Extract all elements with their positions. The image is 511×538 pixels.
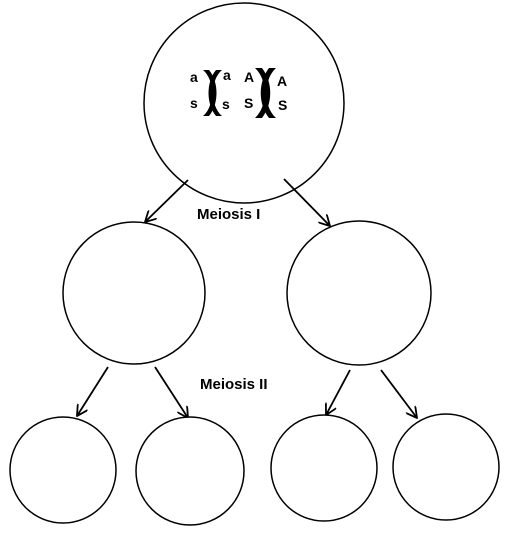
allele-label: s (222, 96, 230, 112)
gamete-cell-4 (392, 413, 500, 521)
allele-label: A (244, 69, 254, 85)
allele-label: a (190, 69, 198, 85)
meiosis-2-label: Meiosis II (200, 376, 268, 393)
arrow-meiosis2-left-a (77, 366, 109, 416)
allele-label: A (277, 73, 287, 89)
daughter-cell-right (286, 220, 432, 366)
chromosome-pair-2: A S A S (244, 68, 287, 118)
allele-label: a (223, 67, 231, 83)
allele-label: S (244, 95, 253, 111)
arrow-meiosis2-right-a (326, 369, 351, 415)
daughter-cell-left (62, 221, 206, 365)
arrow-meiosis1-left (145, 179, 189, 222)
chromatid-right (260, 68, 276, 118)
gamete-cell-3 (270, 414, 378, 522)
gamete-cell-2 (135, 416, 245, 526)
allele-label: s (190, 95, 198, 111)
allele-label: S (278, 97, 287, 113)
arrow-meiosis1-right (283, 178, 330, 226)
meiosis-1-label: Meiosis I (197, 206, 260, 223)
chromatid-right (208, 70, 222, 116)
gamete-cell-1 (9, 416, 117, 524)
arrow-meiosis2-right-b (380, 369, 417, 418)
parent-cell (143, 2, 345, 204)
arrow-meiosis2-left-b (154, 366, 188, 418)
chromosome-pair-1: a s a s (190, 67, 231, 116)
